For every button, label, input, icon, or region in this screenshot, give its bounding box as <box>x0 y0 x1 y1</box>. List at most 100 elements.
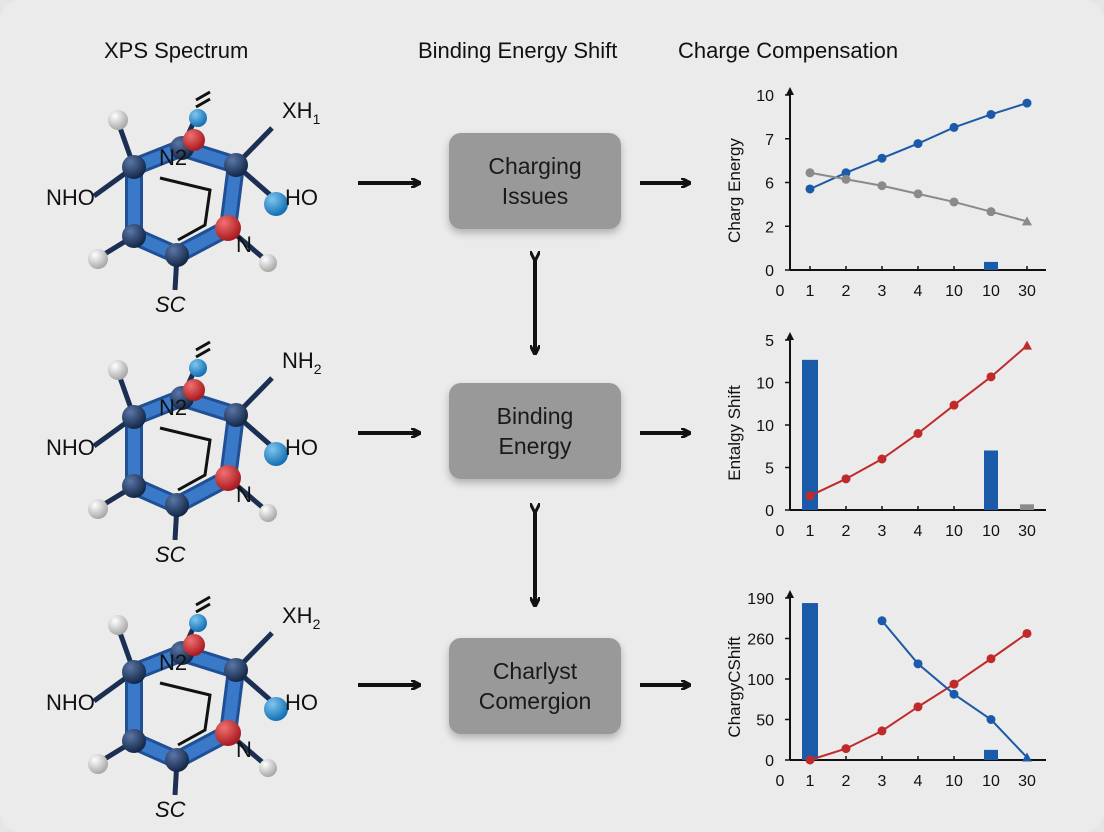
label-bottom: SC <box>155 542 186 567</box>
box-line: Comergion <box>478 688 592 714</box>
series-marker <box>949 689 959 699</box>
header-xps-spectrum: XPS Spectrum <box>104 38 249 63</box>
header-binding-energy-shift: Binding Energy Shift <box>418 38 618 63</box>
series-marker <box>949 679 959 689</box>
y-tick-label: 10 <box>756 88 774 105</box>
series-marker <box>913 139 923 149</box>
bar <box>984 261 998 270</box>
atom-oxygen <box>215 215 241 241</box>
series-marker <box>877 616 887 626</box>
x-tick-label: 30 <box>1018 773 1036 790</box>
label-n: N <box>236 482 252 507</box>
series-marker <box>913 429 923 438</box>
atom-nitrogen <box>189 109 207 127</box>
series-marker <box>1022 752 1032 762</box>
y-tick-label: 0 <box>765 503 774 520</box>
series-marker <box>1022 216 1032 226</box>
x-tick-label: 4 <box>914 523 923 540</box>
y-axis-arrowhead <box>786 590 794 598</box>
inner-bond <box>159 426 212 492</box>
x-tick-label: 1 <box>806 283 815 300</box>
x-tick-label: 3 <box>878 283 887 300</box>
atom-carbon <box>122 224 146 248</box>
label-bottom: SC <box>155 292 186 317</box>
label-right: HO <box>285 185 318 210</box>
series-marker <box>1022 340 1032 350</box>
x-tick-label: 3 <box>878 523 887 540</box>
label-n2: N2 <box>159 145 187 170</box>
y-tick-label: 0 <box>765 263 774 280</box>
atom-hydrogen <box>108 360 128 380</box>
x-tick-label: 30 <box>1018 523 1036 540</box>
x-tick-label: 2 <box>842 523 851 540</box>
series-line <box>881 620 1028 759</box>
atom-carbon <box>165 243 189 267</box>
x-tick-label: 30 <box>1018 283 1036 300</box>
y-tick-label: 7 <box>765 132 774 149</box>
x-tick-label: 0 <box>776 523 785 540</box>
y-axis-label: ChargyCShift <box>725 636 744 737</box>
atom-carbon <box>122 155 146 179</box>
y-tick-label: 2 <box>765 219 774 236</box>
x-tick-label: 4 <box>914 283 923 300</box>
box-line: Charging <box>488 153 582 179</box>
atom-hydrogen <box>259 759 277 777</box>
atom-hydrogen <box>88 499 108 519</box>
y-tick-label: 260 <box>747 632 774 649</box>
series-marker <box>805 184 815 194</box>
series-marker <box>841 744 851 754</box>
label-subscript: 1 <box>313 111 321 127</box>
series-marker <box>805 168 815 178</box>
x-tick-label: 2 <box>842 283 851 300</box>
atom-carbon <box>122 474 146 498</box>
double-bond <box>195 90 211 102</box>
atom-carbon <box>122 660 146 684</box>
label-top-right: XH2 <box>282 603 321 632</box>
series-marker <box>805 755 815 765</box>
x-tick-label: 10 <box>945 283 963 300</box>
label-n2: N2 <box>159 650 187 675</box>
label-n2: N2 <box>159 395 187 420</box>
x-tick-label: 3 <box>878 773 887 790</box>
atom-oxygen <box>183 129 205 151</box>
x-tick-label: 10 <box>982 773 1000 790</box>
double-bond <box>195 340 211 352</box>
atom-oxygen <box>183 634 205 656</box>
label-subscript: 2 <box>314 361 322 377</box>
header-charge-compensation: Charge Compensation <box>678 38 899 63</box>
x-tick-label: 10 <box>982 523 1000 540</box>
atom-carbon <box>224 403 248 427</box>
bar <box>1020 504 1034 510</box>
series-marker <box>949 122 959 132</box>
y-tick-label: 10 <box>756 376 774 393</box>
y-axis-arrowhead <box>786 87 794 95</box>
series-marker <box>986 654 996 664</box>
y-tick-label: 6 <box>765 176 774 193</box>
box-line: Binding <box>496 403 574 429</box>
x-tick-label: 10 <box>945 523 963 540</box>
series-marker <box>949 400 959 410</box>
x-tick-label: 1 <box>806 773 815 790</box>
series-marker <box>949 197 959 207</box>
double-bond <box>195 347 211 359</box>
series-marker <box>986 109 996 119</box>
inner-bond <box>159 681 212 747</box>
atom-oxygen <box>215 465 241 491</box>
x-tick-label: 1 <box>806 523 815 540</box>
bar <box>802 359 818 510</box>
atom-nitrogen <box>189 614 207 632</box>
atom-carbon <box>224 153 248 177</box>
series-marker <box>986 372 996 382</box>
label-right: HO <box>285 435 318 460</box>
double-bond <box>195 595 211 607</box>
series-marker <box>986 207 996 217</box>
series-marker <box>877 153 887 163</box>
bar <box>802 603 818 760</box>
